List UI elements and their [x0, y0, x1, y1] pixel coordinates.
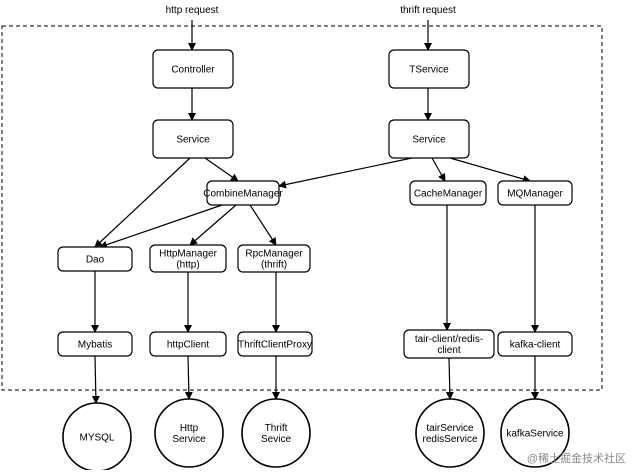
node-service_right-shape: [388, 119, 470, 159]
node-tservice: TService: [388, 49, 470, 89]
node-dao: Dao: [57, 246, 133, 272]
node-mybatis-shape: [57, 331, 133, 357]
http-in-label: http request: [166, 5, 219, 16]
node-controller-label-1: Controller: [171, 65, 215, 76]
node-thriftsevice-label-1: Thrift: [265, 423, 288, 434]
edge-httpclient-to-httpservice: [184, 355, 193, 400]
edge-service_left-to-dao: [94, 157, 191, 248]
node-tairservice-label-1: tairService: [426, 423, 474, 434]
node-mybatis: Mybatis: [57, 331, 133, 357]
node-tairservice-label-2: redisService: [422, 434, 477, 445]
node-mq: MQManager: [497, 180, 573, 206]
node-dao-shape: [57, 246, 133, 272]
node-thriftsevice-label-2: Sevice: [261, 434, 291, 445]
node-kafkaservice-shape: [500, 398, 570, 468]
node-httpmgr-label-2: (http): [176, 260, 199, 271]
node-thriftproxy: ThriftClientProxy: [237, 331, 313, 357]
edges-layer: [91, 20, 539, 404]
node-thriftproxy-label-1: ThriftClientProxy: [238, 340, 312, 351]
node-combine: CombineManager: [203, 180, 283, 206]
node-controller: Controller: [152, 49, 234, 89]
node-httpservice-label-2: Service: [172, 434, 206, 445]
node-service-left: Service: [152, 119, 234, 159]
node-httpmgr-shape: [149, 244, 227, 273]
node-httpservice-shape: [154, 398, 224, 468]
node-service_left-shape: [152, 119, 234, 159]
node-dao-label-1: Dao: [86, 255, 105, 266]
node-service-right: Service: [388, 119, 470, 159]
node-rpcmgr-label-2: (thrift): [261, 260, 287, 271]
node-httpclient-shape: [149, 331, 227, 357]
edge-service_right-to-combine: [278, 157, 413, 189]
node-thriftproxy-shape: [237, 331, 313, 357]
edge-combine-to-rpcmgr: [249, 204, 277, 246]
edge-combine-to-httpmgr: [189, 204, 237, 246]
node-kafka-shape: [497, 331, 573, 357]
node-controller-shape: [152, 49, 234, 89]
node-tair-shape: [403, 329, 495, 359]
node-thriftsevice-shape: [241, 398, 311, 468]
edge-service_left-to-combine: [204, 157, 239, 182]
node-tair: tair-client/redis-client: [403, 329, 495, 359]
node-kafkaservice: kafkaService: [500, 398, 570, 468]
node-cache-shape: [409, 180, 487, 206]
node-combine-shape: [206, 180, 280, 206]
node-httpclient: httpClient: [149, 331, 227, 357]
node-rpcmgr-label-1: RpcManager: [245, 249, 303, 260]
node-mybatis-label-1: Mybatis: [78, 340, 112, 351]
node-mysql-label-1: MYSQL: [79, 433, 114, 444]
node-httpmgr-label-1: HttpManager: [159, 249, 217, 260]
node-httpmgr: HttpManager(http): [149, 244, 227, 273]
node-tair-label-2: client: [437, 345, 461, 356]
node-cache: CacheManager: [409, 180, 487, 206]
node-mq-shape: [497, 180, 573, 206]
node-mq-label-1: MQManager: [507, 189, 563, 200]
node-rpcmgr-shape: [237, 244, 311, 273]
service-boundary: [1, 25, 603, 391]
node-httpclient-label-1: httpClient: [167, 340, 209, 351]
thrift-in-label: thrift request: [400, 5, 456, 16]
edge-tair-to-tairservice: [445, 357, 454, 400]
node-kafka-label-1: kafka-client: [510, 340, 561, 351]
node-kafkaservice-label-1: kafkaService: [506, 429, 564, 440]
node-service_right-label-1: Service: [412, 135, 446, 146]
node-tairservice-shape: [415, 398, 485, 468]
node-rpcmgr: RpcManager(thrift): [237, 244, 311, 273]
node-kafka: kafka-client: [497, 331, 573, 357]
node-httpservice-label-1: Http: [180, 423, 199, 434]
node-cache-label-1: CacheManager: [414, 189, 483, 200]
watermark-text: @稀土掘金技术社区: [527, 451, 626, 465]
node-combine-label-1: CombineManager: [203, 189, 283, 200]
edge-service_right-to-cache: [431, 157, 446, 182]
node-service_left-label-1: Service: [176, 135, 210, 146]
edge-service_right-to-mq: [449, 157, 531, 183]
edge-combine-to-dao: [99, 204, 223, 249]
node-tservice-label-1: TService: [409, 65, 449, 76]
edge-mybatis-to-mysql: [91, 355, 100, 404]
node-tair-label-1: tair-client/redis-: [415, 334, 483, 345]
node-tservice-shape: [388, 49, 470, 89]
node-mysql: MYSQL: [62, 402, 132, 472]
